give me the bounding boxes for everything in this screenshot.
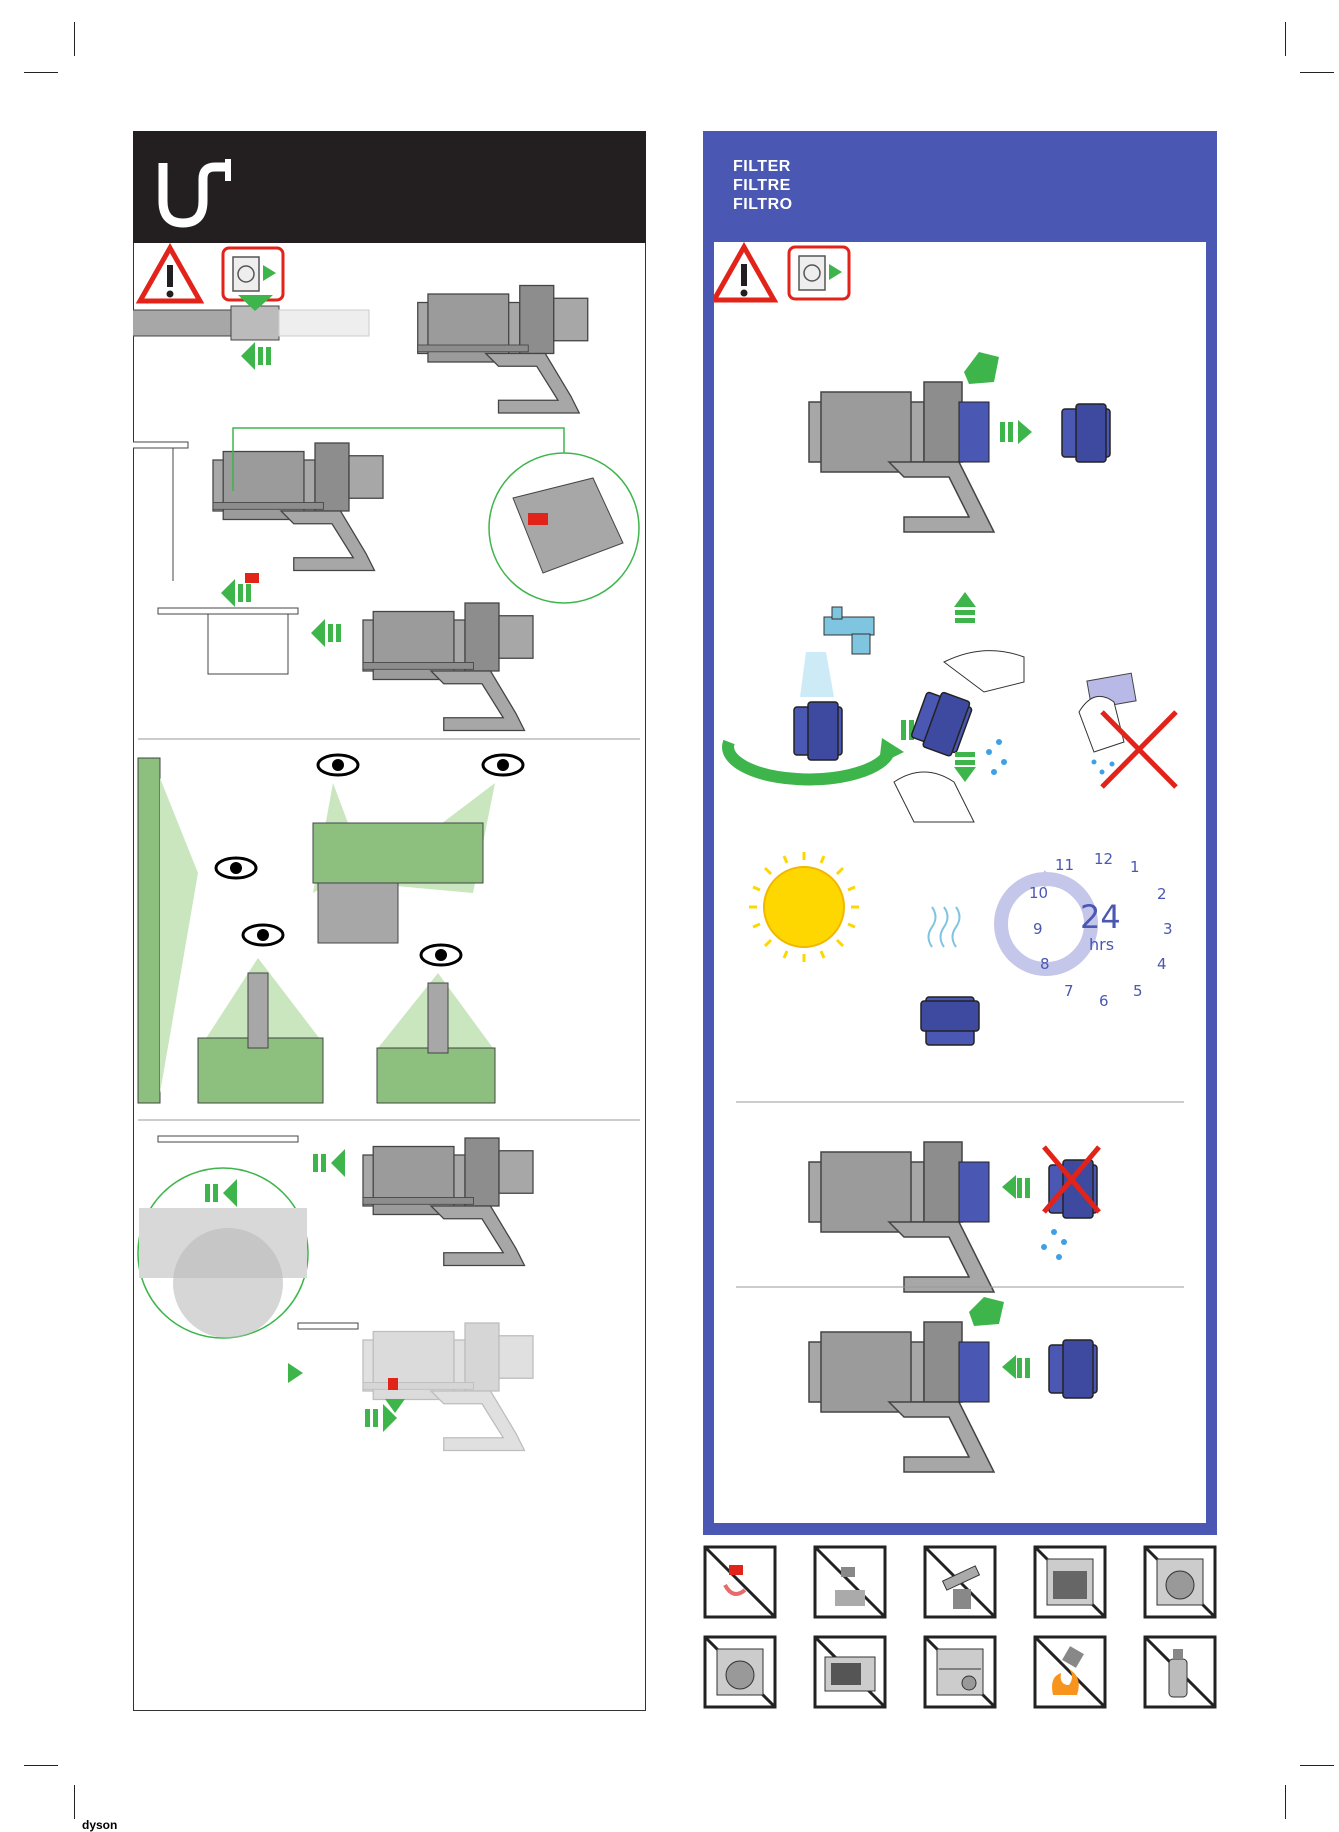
filter-illustrations <box>714 242 1206 1523</box>
clock-number: 4 <box>1157 955 1167 973</box>
crop-mark <box>1300 72 1334 73</box>
clock-number: 10 <box>1029 884 1048 902</box>
no-tumble-dryer-icon <box>1145 1547 1215 1617</box>
no-microwave-icon <box>815 1637 885 1707</box>
blockage-header <box>133 131 646 243</box>
brand-logo: dyson <box>82 1818 117 1832</box>
crop-mark <box>24 1765 58 1766</box>
clock-number: 3 <box>1163 920 1173 938</box>
eye-icon <box>216 858 256 878</box>
eye-icon <box>318 755 358 775</box>
dry-time-unit: hrs <box>1089 935 1114 954</box>
crop-mark <box>1300 1765 1334 1766</box>
no-tap-dryer-icon <box>815 1547 885 1617</box>
blockage-illustrations <box>133 243 646 1709</box>
clock-number: 7 <box>1064 982 1074 1000</box>
warning-triangle-icon <box>140 248 200 301</box>
clock-number: 6 <box>1099 992 1109 1010</box>
crop-mark <box>24 72 58 73</box>
clock-number: 2 <box>1157 885 1167 903</box>
dry-time-number: 24 <box>1080 898 1121 936</box>
no-washing-machine-icon <box>705 1637 775 1707</box>
clock-number: 9 <box>1033 920 1043 938</box>
eye-icon <box>421 945 461 965</box>
clock-number: 1 <box>1130 858 1140 876</box>
crop-mark <box>1285 1785 1286 1819</box>
unplug-charger-icon <box>789 247 849 299</box>
crop-mark <box>74 22 75 56</box>
eye-icon <box>243 925 283 945</box>
clock-number: 11 <box>1055 856 1074 874</box>
warning-triangle-icon <box>714 247 774 300</box>
eye-icon <box>483 755 523 775</box>
no-dishwasher-icon <box>925 1637 995 1707</box>
crop-mark <box>1285 22 1286 56</box>
filter-title-line: FILTRE <box>733 176 793 195</box>
no-spray-icon <box>1145 1637 1215 1707</box>
no-brush-icon <box>925 1547 995 1617</box>
filter-title: FILTER FILTRE FILTRO <box>733 157 793 214</box>
filter-title-line: FILTER <box>733 157 793 176</box>
crop-mark <box>74 1785 75 1819</box>
no-hot-water-icon <box>705 1547 775 1617</box>
u-bend-pipe-icon <box>133 131 646 243</box>
clock-number: 5 <box>1133 982 1143 1000</box>
filter-title-line: FILTRO <box>733 195 793 214</box>
sun-icon <box>749 852 859 962</box>
no-oven-icon <box>1035 1547 1105 1617</box>
clock-number: 8 <box>1040 955 1050 973</box>
prohibition-icons <box>703 1545 1223 1715</box>
clock-number: 12 <box>1094 850 1113 868</box>
unplug-charger-icon <box>223 248 283 300</box>
no-naked-flame-icon <box>1035 1637 1105 1707</box>
